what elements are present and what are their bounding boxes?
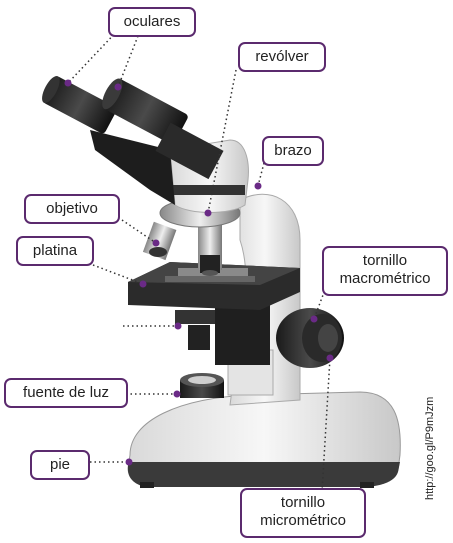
label-pie: pie <box>30 450 90 480</box>
label-oculares: oculares <box>108 7 196 37</box>
label-objetivo: objetivo <box>24 194 120 224</box>
source-url: http://goo.gl/P9mJzm <box>424 396 436 500</box>
stage-mechanism <box>175 305 270 365</box>
leader-platina <box>92 264 144 285</box>
coarse-focus-knob <box>276 308 344 368</box>
dot-micro <box>326 354 334 362</box>
label-tornillo-macrometrico: tornillo macrométrico <box>322 246 448 296</box>
dot-pie <box>125 458 133 466</box>
label-platina: platina <box>16 236 94 266</box>
leader-oculares-1 <box>67 27 121 84</box>
dot-platina <box>139 280 147 288</box>
dot-oculares-2 <box>114 83 122 91</box>
leader-lines <box>67 27 331 493</box>
dot-macro <box>310 315 318 323</box>
light-source <box>180 373 224 398</box>
dot-stage-lower <box>174 322 182 330</box>
leader-oculares-2 <box>117 35 139 88</box>
leader-dots <box>64 79 334 466</box>
microscope-base <box>127 391 401 488</box>
label-fuente-de-luz: fuente de luz <box>4 378 128 408</box>
eyepieces <box>42 75 224 180</box>
dot-oculares-1 <box>64 79 72 87</box>
label-revolver: revólver <box>238 42 326 72</box>
dot-objetivo <box>152 239 160 247</box>
label-tornillo-micrometrico: tornillo micrométrico <box>240 488 366 538</box>
dot-brazo <box>254 182 262 190</box>
dot-fuente <box>173 390 181 398</box>
label-brazo: brazo <box>262 136 324 166</box>
leader-revolver <box>207 69 237 214</box>
dot-revolver <box>204 209 212 217</box>
leader-brazo <box>257 162 265 187</box>
